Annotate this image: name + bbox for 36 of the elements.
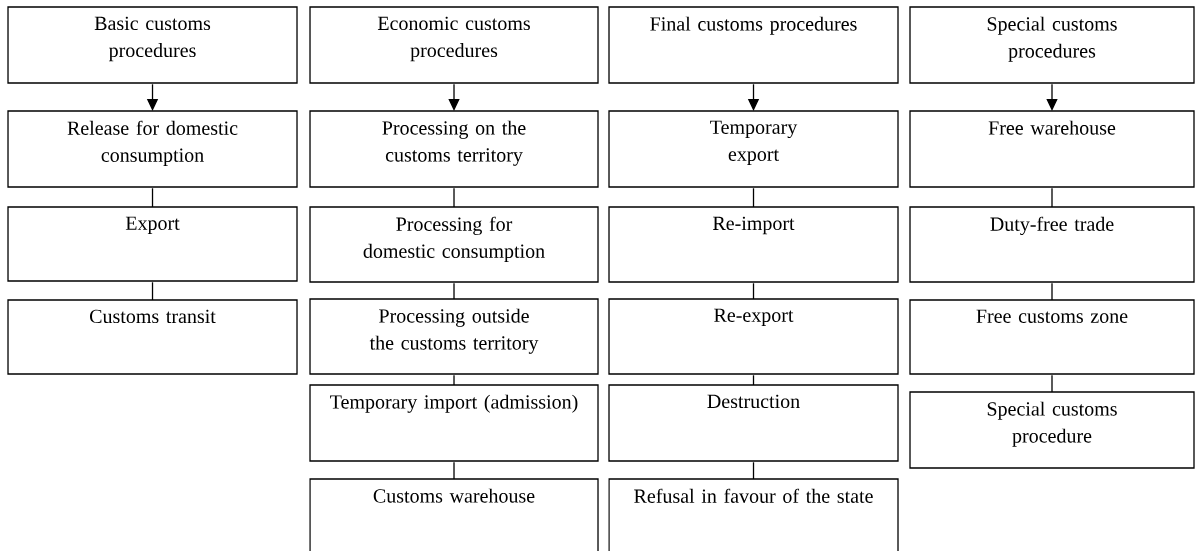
connector-line <box>453 187 455 208</box>
process-box: Processing for domestic consumption <box>309 206 599 283</box>
connector-line <box>151 187 154 208</box>
process-box: Economic customs procedures <box>309 6 599 84</box>
process-box: Temporary export <box>608 110 899 188</box>
connector-line <box>752 374 755 386</box>
process-box: Free customs zone <box>909 299 1195 375</box>
process-box: Customs warehouse <box>309 478 599 551</box>
process-box: Temporary import (admission) <box>309 384 599 462</box>
connector-line <box>453 461 455 480</box>
process-box: Re-export <box>608 298 899 375</box>
process-box: Processing outside the customs territory <box>309 298 599 375</box>
process-box: Duty-free trade <box>909 206 1195 283</box>
connector-line <box>752 282 755 300</box>
process-box: Special customs procedure <box>909 391 1195 469</box>
connector-line <box>752 187 755 208</box>
arrow <box>448 83 460 111</box>
process-box: Destruction <box>608 384 899 462</box>
connector-line <box>1051 374 1053 393</box>
process-box: Basic customs procedures <box>7 6 298 84</box>
process-box: Refusal in favour of the state <box>608 478 899 551</box>
process-box: Export <box>7 206 298 282</box>
arrow <box>1046 83 1058 111</box>
process-box: Special customs procedures <box>909 6 1195 84</box>
process-box: Re-import <box>608 206 899 283</box>
connector-line <box>752 461 755 480</box>
connector-line <box>453 282 455 300</box>
process-box: Release for domestic consumption <box>7 110 298 188</box>
connector-line <box>453 374 455 386</box>
connector-line <box>1051 187 1053 208</box>
process-box: Customs transit <box>7 299 298 375</box>
connector-line <box>151 281 154 301</box>
process-box: Processing on the customs territory <box>309 110 599 188</box>
process-box: Free warehouse <box>909 110 1195 188</box>
connector-line <box>1051 282 1053 301</box>
process-box: Final customs procedures <box>608 6 899 84</box>
